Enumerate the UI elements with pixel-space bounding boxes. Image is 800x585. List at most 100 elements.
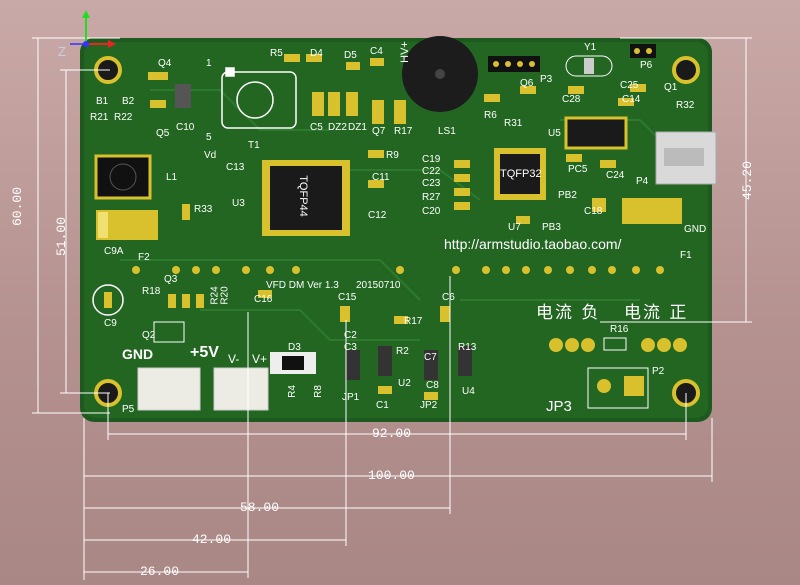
ref-c9: C9 [104, 318, 117, 329]
jst-connectors [137, 367, 269, 411]
ref-c12: C12 [368, 210, 387, 221]
ref-q5: Q5 [156, 128, 170, 139]
chip-tqfp32 [494, 148, 546, 200]
ref-r20: R20 [219, 286, 231, 305]
ref-t1: T1 [248, 140, 260, 151]
silk-jp3: JP3 [546, 398, 572, 415]
ref-p3: P3 [540, 74, 553, 85]
ref-one: 1 [206, 58, 212, 69]
chip-tqfp44 [262, 160, 350, 236]
ref-c28: C28 [562, 94, 581, 105]
ref-c9a: C9A [104, 246, 124, 257]
dimension-width-100: 100.00 [368, 468, 415, 483]
ref-r33: R33 [194, 204, 213, 215]
ref-dz2: DZ2 [328, 122, 347, 133]
ref-p6: P6 [640, 60, 653, 71]
silk-current-pos: 电流 正 [624, 303, 689, 323]
dimension-width-92: 92.00 [372, 426, 412, 441]
ref-r27: R27 [422, 192, 441, 203]
ref-r2: R2 [396, 346, 409, 357]
pin-row [132, 266, 664, 274]
chip-u5 [564, 116, 628, 150]
silk-current-neg: 电流 负 [536, 303, 601, 323]
ref-c20: C20 [422, 206, 441, 217]
axis-z-label: Z [58, 44, 66, 59]
ref-c25: C25 [620, 80, 639, 91]
silk-date: 20150710 [356, 280, 401, 291]
ref-pb2: PB2 [558, 190, 577, 201]
silk-tqfp32: TQFP32 [500, 168, 542, 180]
ref-r8: R8 [312, 385, 324, 398]
ref-c24: C24 [606, 170, 625, 181]
silk-v-plus: V+ [252, 352, 268, 366]
ref-c7: C7 [424, 352, 437, 363]
ref-c19: C19 [422, 154, 441, 165]
ref-c6: C6 [442, 292, 455, 303]
dimension-height-45: 45.20 [740, 160, 755, 200]
ref-y1: Y1 [584, 42, 597, 53]
ref-r4: R4 [286, 385, 298, 398]
ref-r13: R13 [458, 342, 477, 353]
ref-c15: C15 [338, 292, 357, 303]
ref-q7: Q7 [372, 126, 386, 137]
ref-u5: U5 [548, 128, 561, 139]
silk-url: http://armstudio.taobao.com/ [444, 236, 622, 252]
ref-r17a: R17 [394, 126, 413, 137]
silk-tqfp44: TQFP44 [296, 175, 309, 217]
crystal-y1 [565, 55, 613, 77]
ref-q3: Q3 [164, 274, 178, 285]
ref-q4: Q4 [158, 58, 172, 69]
silk-gnd: GND [122, 346, 154, 362]
ref-dz1: DZ1 [348, 122, 367, 133]
ref-f2: F2 [138, 252, 150, 263]
buzzer-ls1 [402, 36, 478, 112]
silk-hv-plus: HV+ [398, 41, 411, 63]
r16-header [549, 337, 687, 352]
cap-c9 [92, 284, 124, 316]
pcb-board [80, 38, 712, 422]
ref-p4: P4 [636, 176, 649, 187]
silk-gnd-right: GND [684, 224, 707, 235]
silk-vd: Vd [204, 150, 217, 161]
ref-r17: R17 [404, 316, 423, 327]
ref-c11: C11 [372, 172, 390, 183]
ref-f1: F1 [680, 250, 692, 261]
dimension-lines [32, 37, 752, 580]
ref-d3: D3 [288, 342, 301, 353]
ref-u4: U4 [462, 386, 475, 397]
ref-r21: R21 [90, 112, 109, 123]
header-p3 [488, 56, 540, 72]
ref-five: 5 [206, 132, 212, 143]
ref-c4: C4 [370, 46, 383, 57]
dimension-width-42: 42.00 [192, 532, 232, 547]
ref-u3: U3 [232, 198, 245, 209]
ref-ls1: LS1 [438, 126, 456, 137]
ref-p5: P5 [122, 404, 135, 415]
dimension-height-51: 51.00 [54, 216, 69, 256]
ref-c2: C2 [344, 330, 357, 341]
ref-c16: C16 [254, 294, 273, 305]
ref-r16: R16 [610, 324, 629, 335]
dimension-width-26: 26.00 [140, 564, 180, 579]
diode-d3 [270, 352, 316, 374]
ref-pc5: PC5 [568, 164, 588, 175]
ref-r32: R32 [676, 100, 695, 111]
ref-r31: R31 [504, 118, 523, 129]
ref-d4: D4 [310, 48, 323, 59]
ref-p2: P2 [652, 366, 665, 377]
ref-u7: U7 [508, 222, 521, 233]
silk-v-minus: V- [228, 352, 240, 366]
ref-jp1: JP1 [342, 392, 360, 403]
ref-r18: R18 [142, 286, 161, 297]
ref-c13: C13 [226, 162, 245, 173]
silk-5v: +5V [190, 344, 219, 361]
ref-c3: C3 [344, 342, 357, 353]
ref-pb3: PB3 [542, 222, 561, 233]
transformer-t1 [221, 67, 297, 129]
ref-r6: R6 [484, 110, 497, 121]
smd-parts [148, 54, 646, 400]
ref-c22: C22 [422, 166, 441, 177]
ref-r22: R22 [114, 112, 133, 123]
axis-triad [70, 10, 116, 48]
